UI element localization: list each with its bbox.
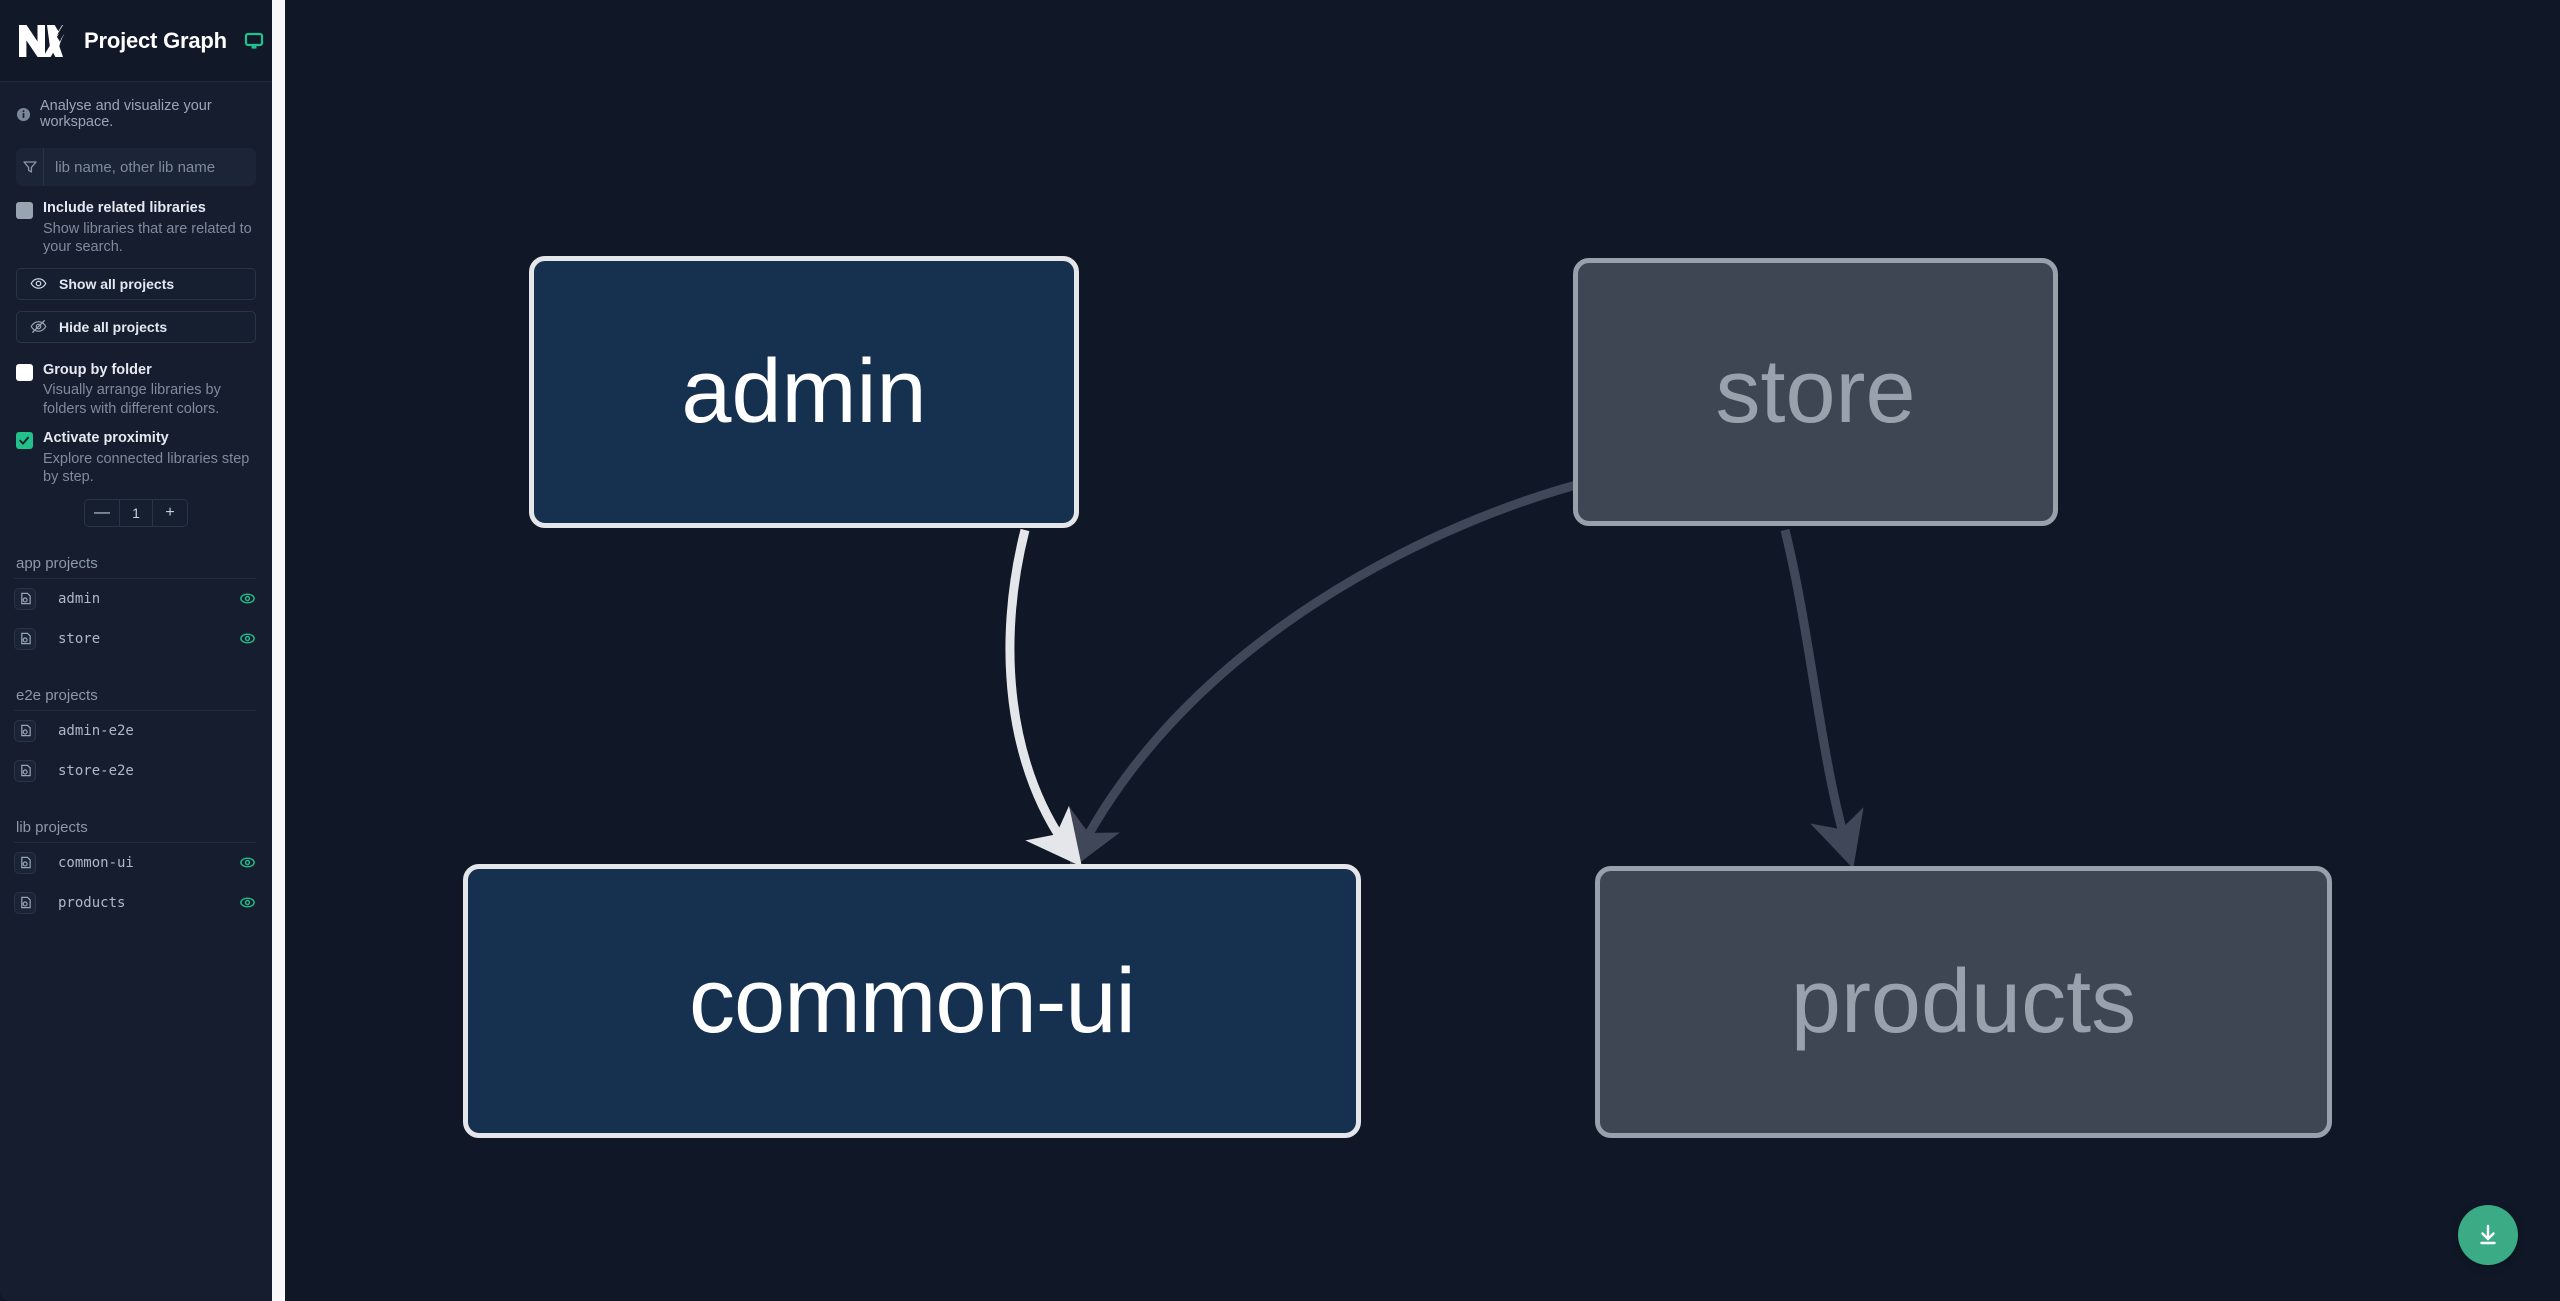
search-field[interactable] (16, 148, 256, 186)
option-title: Include related libraries (43, 200, 206, 216)
tagline: Analyse and visualize your workspace. (0, 82, 272, 144)
option-description: Explore connected libraries step by step… (43, 450, 250, 486)
project-glyph-icon (20, 593, 31, 605)
project-name: store (58, 630, 101, 647)
sidebar-header: Project Graph (0, 0, 272, 82)
monitor-icon[interactable] (244, 31, 264, 51)
project-name: admin (58, 590, 101, 607)
graph-node-store[interactable]: store (1573, 258, 2058, 526)
section-heading-e2e-projects: e2e projects (14, 687, 256, 711)
graph-node-label: store (1715, 341, 1916, 442)
graph-canvas[interactable]: admin store common-ui products (285, 0, 2560, 1301)
section-heading-app-projects: app projects (14, 555, 256, 579)
sidebar-scrollbar[interactable] (272, 0, 285, 1301)
filter-icon (22, 161, 37, 173)
app-badge-icon (14, 719, 36, 742)
edge-admin-to-common-ui (1005, 528, 1082, 867)
group-by-folder-checkbox[interactable] (16, 363, 33, 381)
graph-node-common-ui[interactable]: common-ui (463, 864, 1361, 1138)
project-row-store[interactable]: store (0, 619, 272, 659)
project-name: admin-e2e (58, 722, 134, 739)
eye-icon (30, 278, 47, 289)
app-badge-icon (14, 851, 36, 874)
show-all-projects-button[interactable]: Show all projects (16, 267, 256, 300)
edge-store-to-products (1780, 528, 1864, 869)
app-badge-icon (14, 587, 36, 610)
project-row-common-ui[interactable]: common-ui (0, 843, 272, 883)
hide-all-projects-button[interactable]: Hide all projects (16, 310, 256, 343)
app-badge-icon (14, 891, 36, 914)
proximity-increment-button[interactable]: + (153, 499, 187, 526)
graph-edges (1005, 475, 1864, 870)
app-badge-icon (14, 627, 36, 650)
project-row-products[interactable]: products (0, 883, 272, 923)
project-row-admin-e2e[interactable]: admin-e2e (0, 711, 272, 751)
project-name: products (58, 894, 126, 911)
activate-proximity-checkbox[interactable] (16, 432, 33, 450)
option-include-related-libraries[interactable]: Include related libraries Show libraries… (0, 186, 272, 257)
project-row-store-e2e[interactable]: store-e2e (0, 751, 272, 791)
proximity-stepper: — 1 + (16, 498, 256, 527)
project-visibility-eye-icon[interactable] (239, 854, 256, 871)
nx-logo-icon (19, 24, 65, 57)
option-title: Activate proximity (43, 430, 169, 447)
sidebar-scrollbar-thumb[interactable] (272, 0, 285, 1301)
info-icon (16, 107, 31, 121)
check-icon (19, 436, 30, 445)
show-all-projects-label: Show all projects (59, 275, 175, 292)
graph-node-label: products (1790, 951, 2137, 1052)
eye-off-icon (30, 320, 47, 334)
project-glyph-icon (20, 897, 31, 909)
option-activate-proximity[interactable]: Activate proximity Explore connected lib… (0, 418, 272, 487)
edge-store-to-common-ui (1070, 475, 1597, 870)
tagline-text: Analyse and visualize your workspace. (40, 98, 212, 130)
graph-node-label: common-ui (688, 949, 1136, 1052)
sidebar: Project Graph Analyse and visualize your… (0, 0, 272, 1301)
option-description: Show libraries that are related to your … (43, 220, 252, 256)
filter-icon-box (16, 148, 44, 186)
app-badge-icon (14, 759, 36, 782)
graph-node-admin[interactable]: admin (529, 256, 1079, 528)
option-title: Group by folder (43, 361, 152, 378)
project-row-admin[interactable]: admin (0, 579, 272, 619)
graph-node-label: admin (681, 341, 927, 442)
download-graph-button[interactable] (2458, 1205, 2518, 1265)
page-title: Project Graph (84, 27, 227, 53)
project-visibility-eye-icon[interactable] (239, 894, 256, 911)
option-description: Visually arrange libraries by folders wi… (43, 382, 221, 417)
project-glyph-icon (20, 633, 31, 645)
option-group-by-folder[interactable]: Group by folder Visually arrange librari… (0, 343, 272, 419)
project-visibility-eye-icon[interactable] (239, 590, 256, 607)
proximity-value: 1 (119, 499, 153, 526)
project-name: common-ui (58, 854, 134, 871)
project-name: store-e2e (58, 762, 134, 779)
project-glyph-icon (20, 725, 31, 737)
graph-node-products[interactable]: products (1595, 866, 2332, 1138)
proximity-decrement-button[interactable]: — (85, 499, 119, 526)
include-related-libraries-checkbox[interactable] (16, 202, 33, 219)
project-glyph-icon (20, 765, 31, 777)
search-input[interactable] (44, 148, 256, 186)
hide-all-projects-label: Hide all projects (59, 318, 168, 335)
download-icon (2480, 1224, 2496, 1245)
section-heading-lib-projects: lib projects (14, 819, 256, 843)
project-visibility-eye-icon[interactable] (239, 630, 256, 647)
project-glyph-icon (20, 857, 31, 869)
